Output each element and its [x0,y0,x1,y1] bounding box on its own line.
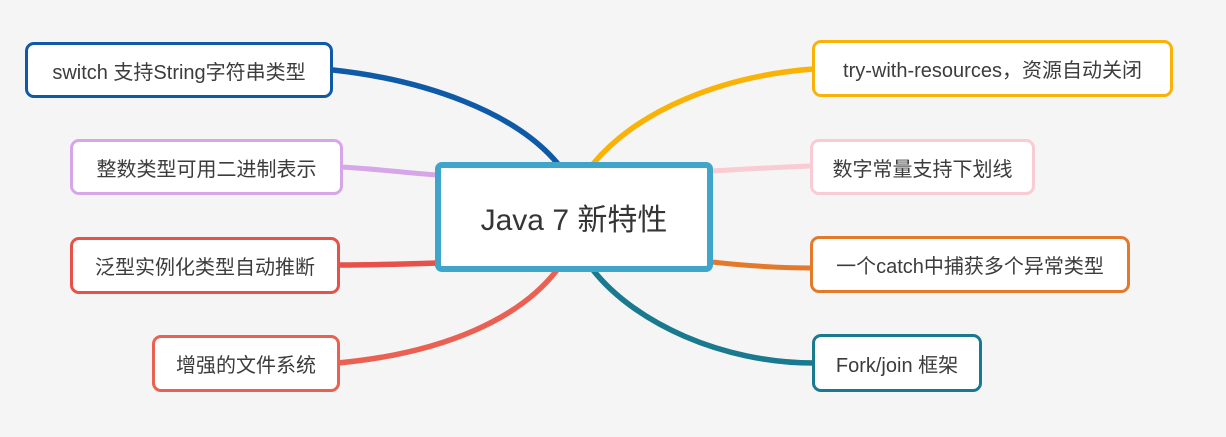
edge-fork-join [590,267,817,366]
edge-binary-literal [338,164,440,178]
node-file-system[interactable]: 增强的文件系统 [152,335,340,392]
node-generic-inference[interactable]: 泛型实例化类型自动推断 [70,237,340,294]
node-multi-catch[interactable]: 一个catch中捕获多个异常类型 [810,236,1130,293]
node-try-with-resources[interactable]: try-with-resources，资源自动关闭 [812,40,1173,97]
node-switch-string[interactable]: switch 支持String字符串类型 [25,42,333,98]
edge-multi-catch [709,259,816,271]
node-label: 数字常量支持下划线 [832,158,1013,181]
node-label: try-with-resources，资源自动关闭 [843,60,1142,82]
edge-generic-inference [335,260,440,268]
node-underscore-literal[interactable]: 数字常量支持下划线 [810,139,1035,195]
node-root-topic[interactable]: Java 7 新特性 [435,162,713,272]
node-label: 整数类型可用二进制表示 [96,158,317,181]
edge-file-system [335,267,560,366]
node-label: switch 支持String字符串类型 [52,61,306,84]
node-label: 一个catch中捕获多个异常类型 [836,256,1104,278]
root-label: Java 7 新特性 [480,204,668,237]
node-binary-literal[interactable]: 整数类型可用二进制表示 [70,139,343,195]
edge-underscore-literal [709,163,815,174]
edge-try-with-resources [590,66,816,167]
node-label: 增强的文件系统 [176,355,316,377]
node-fork-join[interactable]: Fork/join 框架 [812,334,982,392]
edge-switch-string [330,67,561,167]
node-label: Fork/join 框架 [835,354,959,377]
node-label: 泛型实例化类型自动推断 [95,257,315,279]
